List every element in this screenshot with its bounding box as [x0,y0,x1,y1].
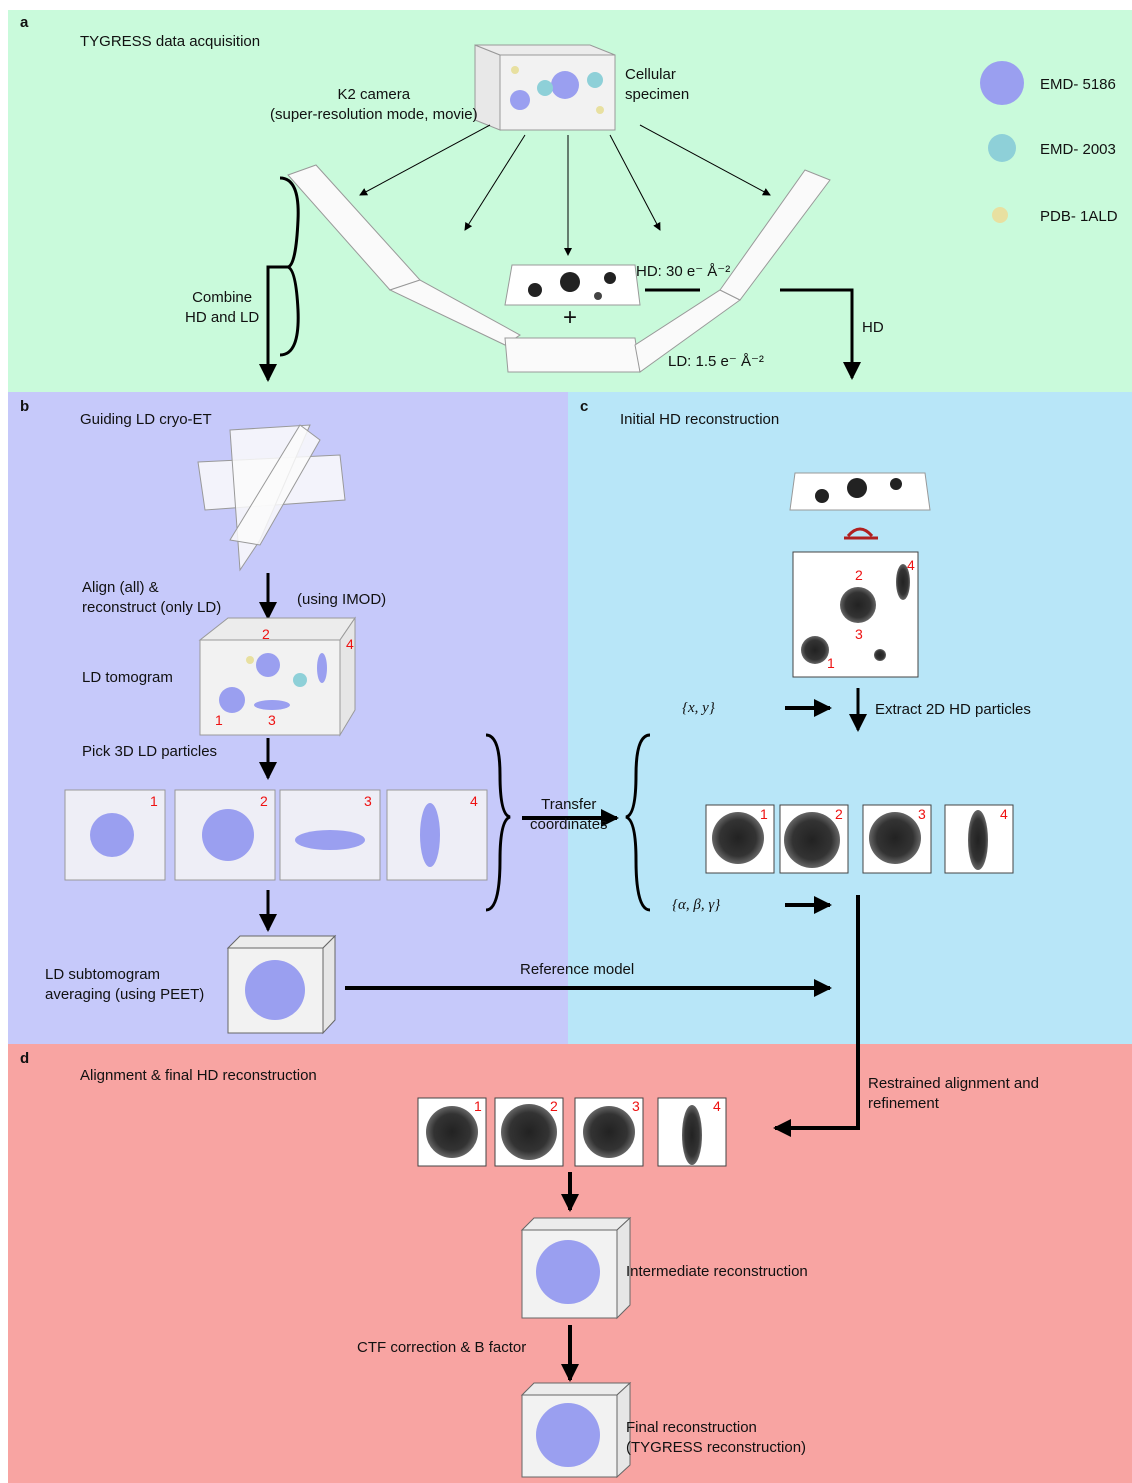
legend-label-2: EMD- 2003 [1040,141,1116,158]
slice-number-2: 2 [855,567,863,583]
legend-swatch-2 [988,134,1016,162]
slice-number-3: 3 [855,626,863,642]
panel-c-title: Initial HD reconstruction [620,411,780,428]
panel-b-title: Guiding LD cryo-ET [80,411,212,428]
legend-label-3: PDB- 1ALD [1040,208,1118,225]
tomo-number-1: 1 [215,712,223,728]
final-box [520,1381,632,1479]
pick-label: Pick 3D LD particles [82,743,218,760]
subtomo-label: LD subtomogram averaging (using PEET) [45,966,205,1003]
panel-c-letter: c [580,398,589,415]
extract-label: Extract 2D HD particles [875,701,1031,718]
hd-d-number-4: 4 [713,1098,721,1114]
rotate-icon [844,527,878,540]
slice-number-1: 1 [827,655,835,671]
ld-particle-boxes [64,789,488,881]
subtomogram-box [226,934,337,1035]
panel-a-letter: a [20,14,29,31]
legend-label-1: EMD- 5186 [1040,76,1116,93]
box-number-2: 2 [260,793,268,809]
hd-d-number-2: 2 [550,1098,558,1114]
hd-c-number-4: 4 [1000,806,1008,822]
specimen-box [474,44,616,131]
legend-swatch-3 [992,207,1008,223]
hd-dose-label: HD: 30 e⁻ Å⁻² [636,263,731,280]
transfer-label: Transfer coordinates [530,796,608,833]
slice-number-4: 4 [907,557,915,573]
box-number-3: 3 [364,793,372,809]
panel-d-letter: d [20,1050,30,1067]
hd-c-number-3: 3 [918,806,926,822]
panel-d-title: Alignment & final HD reconstruction [80,1067,317,1084]
intermediate-label: Intermediate reconstruction [626,1263,808,1280]
hd-d-number-3: 3 [632,1098,640,1114]
tilt-series [287,164,831,373]
intermediate-box [520,1216,632,1320]
tomo-number-3: 3 [268,712,276,728]
hd-label: HD [862,319,884,336]
align-label: Align (all) & reconstruct (only LD) [82,579,222,616]
box-number-4: 4 [470,793,478,809]
tomo-number-2: 2 [262,626,270,642]
cellular-specimen-label: Cellular specimen [625,66,690,103]
hd-d-number-1: 1 [474,1098,482,1114]
restrained-label: Restrained alignment and refinement [868,1075,1039,1112]
panel-a-title: TYGRESS data acquisition [80,33,261,50]
combine-label: Combine HD and LD [185,289,260,326]
legend-swatch-1 [980,61,1024,105]
hd-particles-c [705,804,1014,874]
angles-label: {α, β, γ} [672,897,721,913]
hd-c-number-2: 2 [835,806,843,822]
tilt-fan [197,424,346,572]
ld-dose-label: LD: 1.5 e⁻ Å⁻² [668,353,764,370]
hd-c-number-1: 1 [760,806,768,822]
k2-camera-label: K2 camera (super-resolution mode, movie) [270,86,478,123]
reference-label: Reference model [520,961,635,978]
panel-b-letter: b [20,398,30,415]
tomo-number-4: 4 [346,636,354,652]
final-label: Final reconstruction (TYGRESS reconstruc… [626,1419,807,1456]
xy-label: {x, y} [682,700,715,716]
hd-particles-d [417,1097,727,1167]
ld-tomogram-label: LD tomogram [82,669,173,686]
imod-label: (using IMOD) [297,591,387,608]
ld-tomogram-box [198,616,356,737]
plus-sign: + [563,304,578,331]
box-number-1: 1 [150,793,158,809]
ctf-label: CTF correction & B factor [357,1339,527,1356]
